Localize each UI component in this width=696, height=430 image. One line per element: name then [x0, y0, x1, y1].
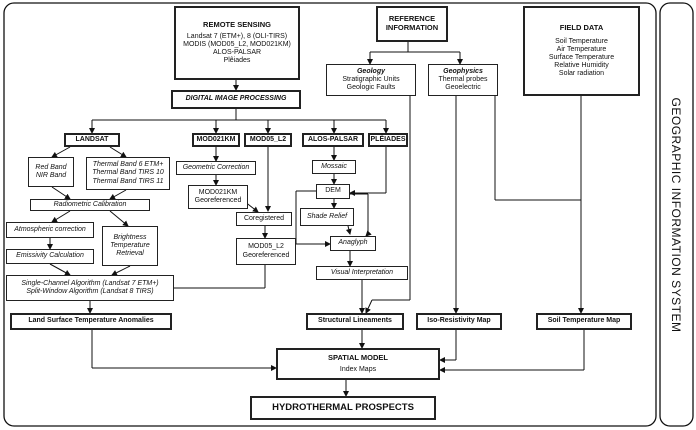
- landsat-box: LANDSAT: [64, 133, 120, 147]
- mod021km-label: MOD021KM: [196, 135, 236, 143]
- mod021km-georeferenced-box: MOD021KM Georeferenced: [188, 185, 248, 209]
- mod021km-geo-line-1: MOD021KM: [198, 188, 238, 196]
- digital-image-processing-box: DIGITAL IMAGE PROCESSING: [171, 90, 301, 109]
- dip-label: DIGITAL IMAGE PROCESSING: [185, 95, 287, 103]
- pleiades-box: PLÊIADES: [368, 133, 408, 147]
- alos-palsar-label: ALOS-PALSAR: [307, 135, 359, 143]
- geology-title: Geology: [356, 67, 385, 75]
- remote-sensing-line-2: MODIS (MOD05_L2, MOD021KM): [183, 41, 291, 49]
- structural-lineaments-label: Structural Lineaments: [318, 317, 392, 325]
- dem-box: DEM: [316, 184, 350, 199]
- pleiades-label: PLÊIADES: [370, 135, 406, 143]
- split-window-label: Split-Window Algorithm (Landsat 8 TIRS): [26, 288, 154, 295]
- anaglyph-box: Anaglyph: [330, 236, 376, 251]
- geology-box: Geology Stratigraphic Units Geologic Fau…: [326, 64, 416, 96]
- mod05-box: MOD05_L2: [244, 133, 292, 147]
- nir-band-label: NIR Band: [35, 172, 67, 179]
- geophysics-line-1: Thermal probes: [438, 75, 488, 83]
- geology-line-2: Geologic Faults: [346, 84, 396, 92]
- lst-anomalies-box: Land Surface Temperature Anomalies: [10, 313, 172, 330]
- remote-sensing-title: REMOTE SENSING: [203, 19, 271, 29]
- geophysics-line-2: Geoelectric: [445, 84, 481, 92]
- atmospheric-correction-box: Atmospheric correction: [6, 222, 94, 238]
- shade-relief-label: Shade Relief: [306, 212, 348, 220]
- algorithm-box: Single-Channel Algorithm (Landsat 7 ETM+…: [6, 275, 174, 301]
- brightness-line-2: Temperature: [110, 241, 150, 249]
- field-data-box: FIELD DATA Soil Temperature Air Temperat…: [523, 6, 640, 96]
- structural-lineaments-box: Structural Lineaments: [306, 313, 404, 330]
- gis-vertical-label: GEOGRAPHIC INFORMATION SYSTEM: [669, 97, 683, 333]
- field-data-line-5: Solar radiation: [558, 69, 605, 77]
- reference-information-title: REFERENCE INFORMATION: [385, 14, 439, 32]
- thermal-band-box: Thermal Band 6 ETM+ Thermal Band TIRS 10…: [86, 157, 170, 190]
- gis-side-frame: [659, 2, 694, 427]
- thermal-tirs-11-label: Thermal Band TIRS 11: [92, 177, 164, 185]
- radiometric-label: Radiometric Calibration: [53, 200, 127, 208]
- lst-anomalies-label: Land Surface Temperature Anomalies: [28, 317, 154, 325]
- thermal-tirs-10-label: Thermal Band TIRS 10: [92, 169, 164, 177]
- remote-sensing-box: REMOTE SENSING Landsat 7 (ETM+), 8 (OLI-…: [174, 6, 300, 80]
- field-data-line-1: Soil Temperature: [555, 37, 608, 45]
- visual-interpretation-box: Visual Interpretation: [316, 266, 408, 280]
- geophysics-title: Geophysics: [443, 67, 483, 75]
- mod05-georeferenced-box: MOD05_L2 Georeferenced: [236, 238, 296, 265]
- iso-resistivity-label: Iso-Resistivity Map: [427, 317, 491, 325]
- shade-relief-box: Shade Relief: [300, 208, 354, 226]
- mod05-geo-line-1: MOD05_L2: [248, 243, 284, 251]
- soil-temperature-map-box: Soil Temperature Map: [536, 313, 632, 330]
- emissivity-label: Emissivity Calculation: [16, 252, 84, 260]
- geometric-correction-box: Geometric Correction: [176, 161, 256, 175]
- spatial-model-title: SPATIAL MODEL: [328, 352, 388, 362]
- mod05-label: MOD05_L2: [249, 135, 287, 143]
- red-band-label: Red Band: [35, 163, 67, 171]
- hydrothermal-prospects-box: HYDROTHERMAL PROSPECTS: [250, 396, 436, 420]
- emissivity-calculation-box: Emissivity Calculation: [6, 249, 94, 264]
- iso-resistivity-map-box: Iso-Resistivity Map: [416, 313, 502, 330]
- hydrothermal-prospects-label: HYDROTHERMAL PROSPECTS: [272, 401, 414, 413]
- mod021km-box: MOD021KM: [192, 133, 240, 147]
- alos-palsar-box: ALOS-PALSAR: [302, 133, 364, 147]
- geophysics-box: Geophysics Thermal probes Geoelectric: [428, 64, 498, 96]
- field-data-line-2: Air Temperature: [556, 45, 607, 53]
- dem-label: DEM: [325, 187, 341, 195]
- brightness-temperature-box: Brightness Temperature Retrieval: [102, 226, 158, 266]
- spatial-model-sub: Index Maps: [339, 366, 377, 374]
- landsat-label: LANDSAT: [75, 135, 109, 143]
- geometric-correction-label: Geometric Correction: [182, 163, 250, 171]
- coregistered-box: Coregistered: [236, 212, 292, 226]
- field-data-line-4: Relative Humidity: [554, 61, 609, 69]
- reference-information-box: REFERENCE INFORMATION: [376, 6, 448, 42]
- thermal-band-6-label: Thermal Band 6 ETM+: [92, 161, 164, 169]
- radiometric-calibration-box: Radiometric Calibration: [30, 199, 150, 211]
- visual-interpretation-label: Visual Interpretation: [330, 268, 394, 276]
- atmospheric-label: Atmospheric correction: [14, 225, 86, 233]
- remote-sensing-line-4: Plêiades: [223, 57, 251, 65]
- soil-temperature-map-label: Soil Temperature Map: [547, 317, 621, 325]
- anaglyph-label: Anaglyph: [338, 239, 368, 247]
- mosaic-label: Mossaic: [321, 162, 347, 170]
- red-nir-band-box: Red Band NIR Band: [28, 157, 74, 187]
- mod05-geo-line-2: Georeferenced: [242, 251, 290, 259]
- remote-sensing-line-1: Landsat 7 (ETM+), 8 (OLI-TIRS): [186, 33, 288, 41]
- spatial-model-box: SPATIAL MODEL Index Maps: [276, 348, 440, 380]
- single-channel-label: Single-Channel Algorithm (Landsat 7 ETM+…: [21, 279, 159, 287]
- brightness-line-1: Brightness: [113, 233, 147, 241]
- mod021km-geo-line-2: Georeferenced: [194, 197, 242, 204]
- mosaic-box: Mossaic: [312, 160, 356, 174]
- remote-sensing-line-3: ALOS-PALSAR: [212, 49, 262, 57]
- coregistered-label: Coregistered: [243, 214, 285, 222]
- gis-outer-frame: [3, 2, 657, 427]
- field-data-line-3: Surface Temperature: [548, 53, 615, 61]
- geology-line-1: Stratigraphic Units: [342, 75, 400, 83]
- field-data-title: FIELD DATA: [559, 23, 604, 33]
- brightness-line-3: Retrieval: [116, 250, 144, 258]
